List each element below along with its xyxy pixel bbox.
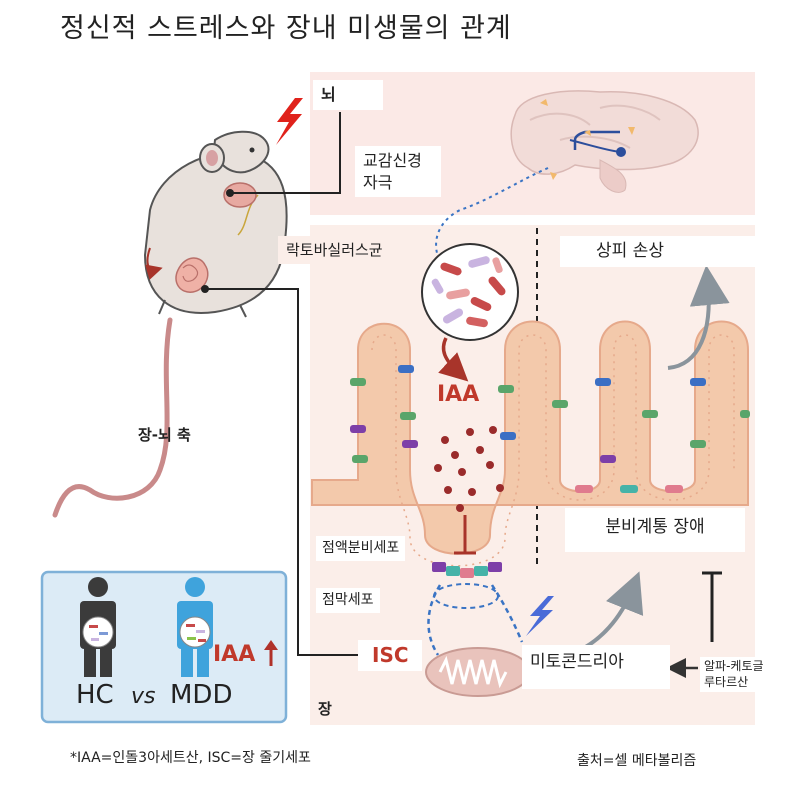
label-gut: 장 — [318, 700, 332, 718]
label-mitochondria: 미토콘드리아 — [522, 645, 670, 689]
label-goblet-cell: 점액분비세포 — [316, 536, 406, 561]
label-iaa-inset: IAA — [213, 642, 256, 667]
footnote: *IAA=인돌3아세트산, ISC=장 줄기세포 — [70, 750, 311, 766]
iaa-particles — [434, 426, 504, 512]
gut-connector — [205, 288, 360, 656]
person-icon-mdd — [177, 577, 213, 677]
source-credit: 출처=셀 메타볼리즘 — [577, 753, 697, 769]
label-sympathetic-line2: 자극 — [363, 172, 393, 192]
label-akg-line2: 루타르산 — [704, 674, 749, 689]
person-icon-hc — [80, 577, 116, 677]
increase-arrow-icon — [264, 640, 278, 650]
page-title: 정신적 스트레스와 장내 미생물의 관계 — [60, 13, 512, 44]
lightning-blue-icon — [526, 596, 554, 636]
intestinal-tissue — [311, 320, 750, 578]
label-isc: ISC — [358, 640, 422, 671]
brain-illustration — [510, 90, 699, 193]
bacteria-circle — [421, 243, 519, 341]
label-sympathetic-line1: 교감신경 — [363, 151, 422, 170]
label-secretory-disorder: 분비계통 장애 — [565, 508, 745, 552]
label-mdd: MDD — [170, 680, 233, 710]
label-akg-line1: 알파-케토글 — [704, 659, 764, 673]
label-gut-brain-axis: 장-뇌 축 — [138, 426, 191, 444]
label-vs: vs — [131, 684, 156, 709]
brain-connector — [230, 112, 341, 194]
label-sympathetic: 교감신경 자극 — [355, 146, 441, 198]
label-lactobacillus: 락토바실러스균 — [278, 236, 391, 265]
mouse-illustration — [52, 130, 288, 518]
lightning-icon — [276, 98, 303, 145]
arrow-to-epithelial-damage — [667, 265, 730, 370]
label-akg: 알파-케토글 루타르산 — [700, 657, 768, 693]
mitochondria-illustration — [425, 647, 531, 697]
label-epithelial-damage: 상피 손상 — [560, 236, 774, 267]
label-mucosal-cell: 점막세포 — [316, 588, 380, 613]
label-hc: HC — [76, 680, 114, 710]
label-iaa: IAA — [437, 382, 480, 407]
label-brain: 뇌 — [313, 80, 383, 110]
